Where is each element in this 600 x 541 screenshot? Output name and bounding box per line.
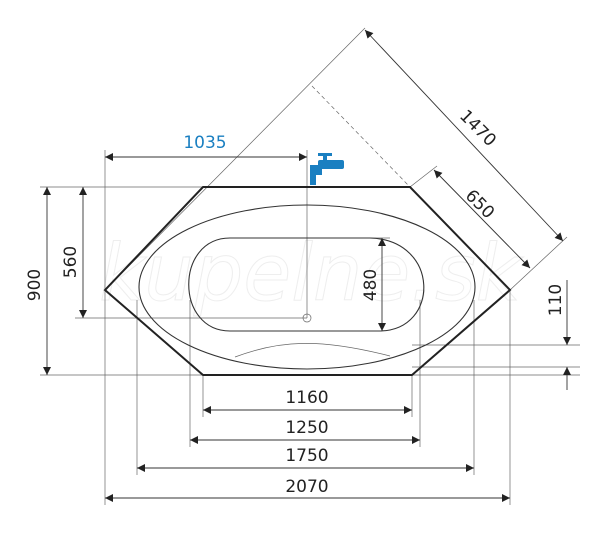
dim-480: 480	[361, 269, 381, 301]
faucet-icon	[310, 153, 344, 185]
dim-1160: 1160	[285, 388, 328, 408]
inner-basin	[188, 237, 425, 332]
outer-oval	[138, 204, 476, 370]
seat-curve	[234, 343, 391, 358]
watermark: kupelne.sk	[99, 229, 524, 319]
dim-1470: 1470	[455, 106, 500, 151]
drain-icon	[302, 313, 312, 323]
dim-1035: 1035	[183, 133, 226, 153]
dim-560: 560	[61, 246, 81, 278]
extension-lines	[40, 27, 580, 505]
dim-1250: 1250	[285, 418, 328, 438]
dim-650: 650	[461, 186, 498, 223]
dim-900: 900	[25, 269, 45, 301]
dim-2070: 2070	[285, 477, 328, 497]
dim-1750: 1750	[285, 446, 328, 466]
dimension-lines	[43, 29, 571, 502]
dim-110: 110	[546, 284, 566, 316]
